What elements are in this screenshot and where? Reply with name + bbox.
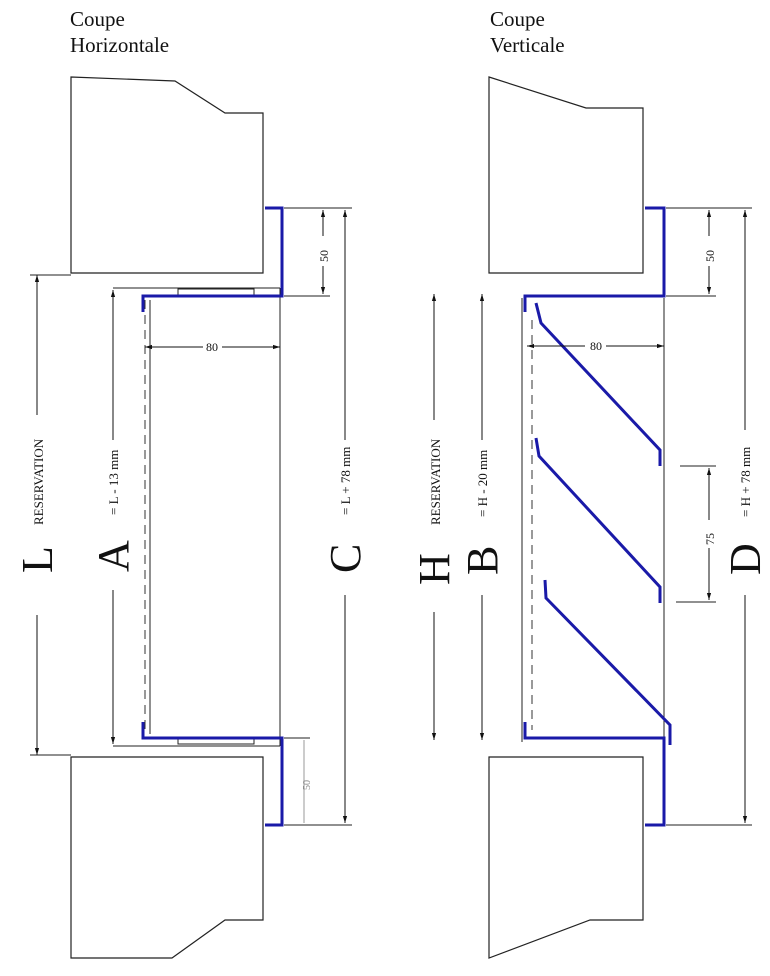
left-wall-bottom xyxy=(70,756,264,959)
blade-1 xyxy=(534,302,662,466)
right-frame-bottom xyxy=(523,722,666,827)
dim-h-letter: H xyxy=(410,553,459,585)
dim-d-formula: = H + 78 mm xyxy=(738,447,753,517)
right-section: H RESERVATION B = H - 20 mm 80 50 75 D =… xyxy=(410,76,770,959)
left-section: L RESERVATION A = L - 13 mm 80 C = L + 7… xyxy=(13,76,370,959)
right-frame-top xyxy=(523,206,666,312)
blade-2 xyxy=(534,437,662,603)
dim-80-right: 80 xyxy=(590,339,602,353)
right-title-line1: Coupe xyxy=(490,7,545,31)
right-wall-bottom xyxy=(488,756,644,959)
left-wall-top xyxy=(70,76,264,274)
right-grille-body xyxy=(521,298,665,742)
dim-50-right: 50 xyxy=(703,250,717,262)
left-title-line2: Horizontale xyxy=(70,33,170,57)
right-wall-top xyxy=(488,76,644,274)
dim-c-letter: C xyxy=(321,544,370,573)
dim-h-word: RESERVATION xyxy=(428,438,443,525)
right-title-line2: Verticale xyxy=(490,33,565,57)
dim-b-formula: = H - 20 mm xyxy=(475,450,490,517)
left-grille-body xyxy=(113,287,281,747)
left-frame-top xyxy=(141,206,284,312)
left-frame-bottom xyxy=(141,722,284,827)
dim-80-left: 80 xyxy=(206,340,218,354)
dim-75: 75 xyxy=(703,533,717,545)
blade-3 xyxy=(543,579,672,745)
right-title: Coupe Verticale xyxy=(490,6,565,58)
dim-50-top: 50 xyxy=(317,250,331,262)
dim-l-letter: L xyxy=(13,546,62,573)
dim-b-letter: B xyxy=(458,546,507,575)
left-title-line1: Coupe xyxy=(70,7,125,31)
dim-l-word: RESERVATION xyxy=(31,438,46,525)
dim-d-letter: D xyxy=(721,543,770,575)
dim-50-bottom: 50 xyxy=(302,780,313,790)
dim-a-formula: = L - 13 mm xyxy=(106,450,121,515)
dim-c-formula: = L + 78 mm xyxy=(338,447,353,515)
left-title: Coupe Horizontale xyxy=(70,6,169,58)
dim-a-letter: A xyxy=(89,540,138,572)
